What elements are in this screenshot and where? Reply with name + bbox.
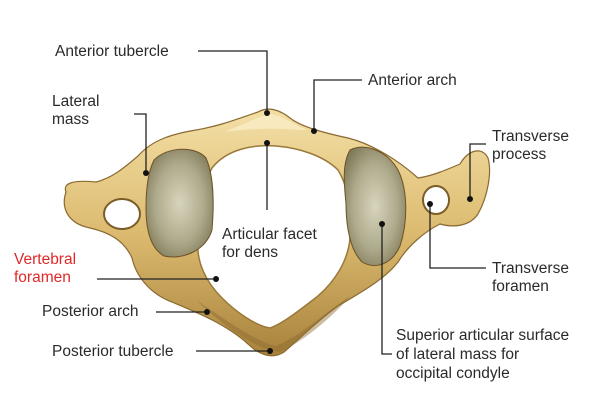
dot-anterior-tubercle — [264, 110, 270, 116]
right-transverse-foramen — [422, 185, 450, 215]
dot-vertebral-foramen — [213, 276, 219, 282]
left-transverse-foramen — [103, 198, 141, 230]
bone-shadow-posterior — [196, 296, 350, 352]
label-lateral-mass-line2: mass — [52, 111, 90, 128]
leader-lines — [97, 50, 486, 355]
label-transverse-process-line2: process — [492, 146, 547, 163]
label-posterior-arch: Posterior arch — [42, 303, 139, 320]
label-transverse-foramen-line1: Transverse — [492, 260, 569, 277]
dot-articular-facet-top — [264, 140, 270, 146]
right-articular-facet — [343, 146, 407, 266]
dot-posterior-arch — [204, 309, 210, 315]
label-superior-surface-line1: Superior articular surface — [396, 327, 570, 344]
dot-transverse-foramen — [427, 201, 433, 207]
label-vertebral-foramen-line1: Vertebral — [14, 251, 77, 268]
dot-posterior-tubercle — [267, 348, 273, 354]
label-anterior-arch: Anterior arch — [368, 72, 457, 89]
leader-lateral-mass — [134, 113, 147, 170]
label-transverse-foramen-line2: foramen — [492, 278, 549, 295]
label-lateral-mass-line1: Lateral — [52, 93, 100, 110]
label-anterior-tubercle: Anterior tubercle — [55, 43, 169, 60]
label-posterior-tubercle: Posterior tubercle — [52, 343, 174, 360]
leader-anterior-tubercle — [198, 50, 268, 110]
label-superior-surface-line2: of lateral mass for — [396, 346, 520, 363]
leader-superior-surface — [381, 226, 392, 355]
label-vertebral-foramen-line2: foramen — [14, 269, 71, 286]
leader-transverse-foramen — [429, 206, 486, 269]
dot-superior-surface — [379, 221, 385, 227]
bone-highlight-anterior — [224, 114, 306, 132]
vertebral-foramen-opening — [197, 144, 352, 329]
leader-transverse-process — [469, 143, 486, 196]
left-articular-facet — [145, 148, 214, 258]
label-articular-facet-line1: Articular facet — [222, 226, 317, 243]
label-articular-facet-line2: for dens — [222, 244, 279, 261]
dot-transverse-process — [467, 196, 473, 202]
leader-dots — [143, 110, 473, 354]
label-transverse-process-line1: Transverse — [492, 128, 569, 145]
dot-anterior-arch — [311, 128, 317, 134]
leader-anterior-arch — [313, 79, 362, 128]
dot-lateral-mass — [143, 170, 149, 176]
label-superior-surface-line3: occipital condyle — [396, 365, 510, 382]
